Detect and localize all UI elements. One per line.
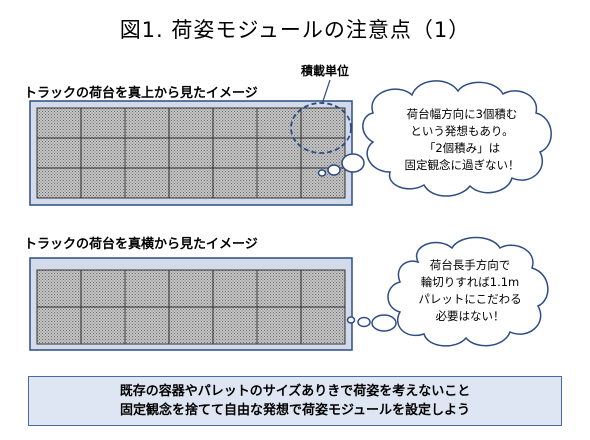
top-thought-bubble bbox=[317, 80, 552, 197]
side-bubble-line: 輪切りすれば1.1m bbox=[420, 275, 520, 289]
load-unit-highlight bbox=[290, 102, 352, 154]
side-bubble-text: 荷台長手方向で 輪切りすれば1.1m パレットにこだわる 必要はない！ bbox=[405, 257, 535, 325]
side-bubble-line: 必要はない！ bbox=[435, 309, 505, 323]
conclusion-line-1: 既存の容器やパレットのサイズありきで荷姿を考えないこと bbox=[119, 384, 471, 399]
page-title: 図1. 荷姿モジュールの注意点（1） bbox=[119, 18, 471, 42]
load-unit-pointer bbox=[321, 79, 331, 105]
side-bubble-line: 荷台長手方向で bbox=[429, 258, 511, 272]
top-bubble-line: という発想もあり。 bbox=[410, 124, 514, 138]
side-bubble-line: パレットにこだわる bbox=[418, 292, 522, 306]
load-unit-label: 積載単位 bbox=[301, 64, 350, 78]
conclusion-line-2: 固定観念を捨てて自由な発想で荷姿モジュールを設定しよう bbox=[119, 403, 471, 418]
side-view-cargo-grid bbox=[36, 269, 346, 345]
side-thought-bubble bbox=[346, 236, 549, 347]
top-view-heading: トラックの荷台を真上から見たイメージ bbox=[24, 86, 258, 101]
top-bubble-line: 固定観念に過ぎない！ bbox=[404, 158, 520, 172]
top-bubble-line: 荷台幅方向に3個積む bbox=[406, 107, 518, 121]
conclusion-box: 既存の容器やパレットのサイズありきで荷姿を考えないこと 固定観念を捨てて自由な発… bbox=[28, 376, 562, 426]
top-bubble-text: 荷台幅方向に3個積む という発想もあり。 「2個積み」は 固定観念に過ぎない！ bbox=[392, 106, 532, 174]
side-view-heading: トラックの荷台を真横から見たイメージ bbox=[24, 237, 258, 252]
top-bubble-line: 「2個積み」は bbox=[423, 141, 501, 155]
top-view-cargo-grid bbox=[36, 107, 346, 199]
